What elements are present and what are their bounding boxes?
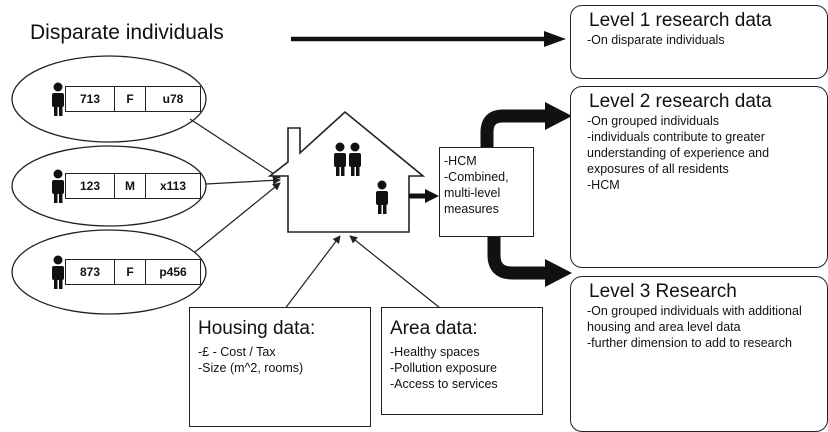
individual-record-3: 873 F p456 (65, 259, 201, 285)
combined-line: -HCM (444, 154, 477, 168)
individual-record-2: 123 M x113 (65, 173, 201, 199)
level1-box: Level 1 research data -On disparate indi… (570, 5, 828, 79)
record-id: 713 (66, 87, 115, 111)
individual-record-1: 713 F u78 (65, 86, 201, 112)
resident-icon-2 (349, 142, 361, 176)
level2-line: -On grouped individuals (587, 114, 720, 128)
level1-arrow (291, 31, 566, 47)
combined-line: measures (444, 202, 499, 216)
level3-arrow (487, 235, 572, 287)
area-line: -Healthy spaces (390, 345, 480, 359)
level2-line: exposures of all residents (587, 162, 729, 176)
level3-heading: Level 3 Research (589, 281, 737, 302)
connector-individual-3 (194, 182, 281, 253)
resident-icon-3 (376, 180, 388, 214)
diagram-title: Disparate individuals (30, 21, 224, 44)
house-outline (267, 110, 426, 233)
connector-individual-1 (189, 118, 281, 179)
area-data-box: Area data: -Healthy spaces -Pollution ex… (381, 307, 543, 415)
area-heading: Area data: (390, 318, 478, 339)
level3-line: -further dimension to add to research (587, 336, 792, 350)
record-id: 123 (66, 174, 115, 198)
record-code: p456 (159, 265, 187, 279)
person-icon-2 (52, 169, 64, 203)
level2-heading: Level 2 research data (589, 91, 772, 112)
level2-line: -individuals contribute to greater (587, 130, 765, 144)
housing-heading: Housing data: (198, 318, 316, 339)
record-sex: M (115, 174, 146, 198)
level1-line: -On disparate individuals (587, 33, 725, 47)
level3-box: Level 3 Research -On grouped individuals… (570, 276, 828, 432)
level2-box: Level 2 research data -On grouped indivi… (570, 86, 828, 268)
connector-area (349, 235, 441, 309)
record-id: 873 (66, 260, 115, 284)
area-line: -Pollution exposure (390, 361, 498, 375)
combined-line: -Combined, (444, 170, 509, 184)
resident-icon-1 (334, 142, 346, 176)
level3-line: -On grouped individuals with additional (587, 304, 802, 318)
combined-measures-box: -HCM -Combined, multi-level measures (439, 147, 534, 237)
person-icon-3 (52, 255, 64, 289)
combined-line: multi-level (444, 186, 501, 200)
record-code: u78 (162, 92, 184, 106)
record-sex: F (115, 260, 146, 284)
level2-line: -HCM (587, 178, 620, 192)
area-line: -Access to services (390, 377, 498, 391)
level1-heading: Level 1 research data (589, 10, 772, 31)
connector-housing (283, 235, 341, 311)
record-code: x113 (159, 179, 187, 193)
level2-line: understanding of experience and (587, 146, 770, 160)
housing-line: -£ - Cost / Tax (198, 345, 276, 359)
level3-line: housing and area level data (587, 320, 741, 334)
person-icon-1 (52, 82, 64, 116)
level2-arrow (480, 102, 572, 148)
house-to-combined-arrow (409, 189, 439, 203)
housing-data-box: Housing data: -£ - Cost / Tax -Size (m^2… (189, 307, 371, 427)
record-sex: F (115, 87, 146, 111)
housing-line: -Size (m^2, rooms) (198, 361, 304, 375)
connector-individual-2 (205, 176, 281, 185)
